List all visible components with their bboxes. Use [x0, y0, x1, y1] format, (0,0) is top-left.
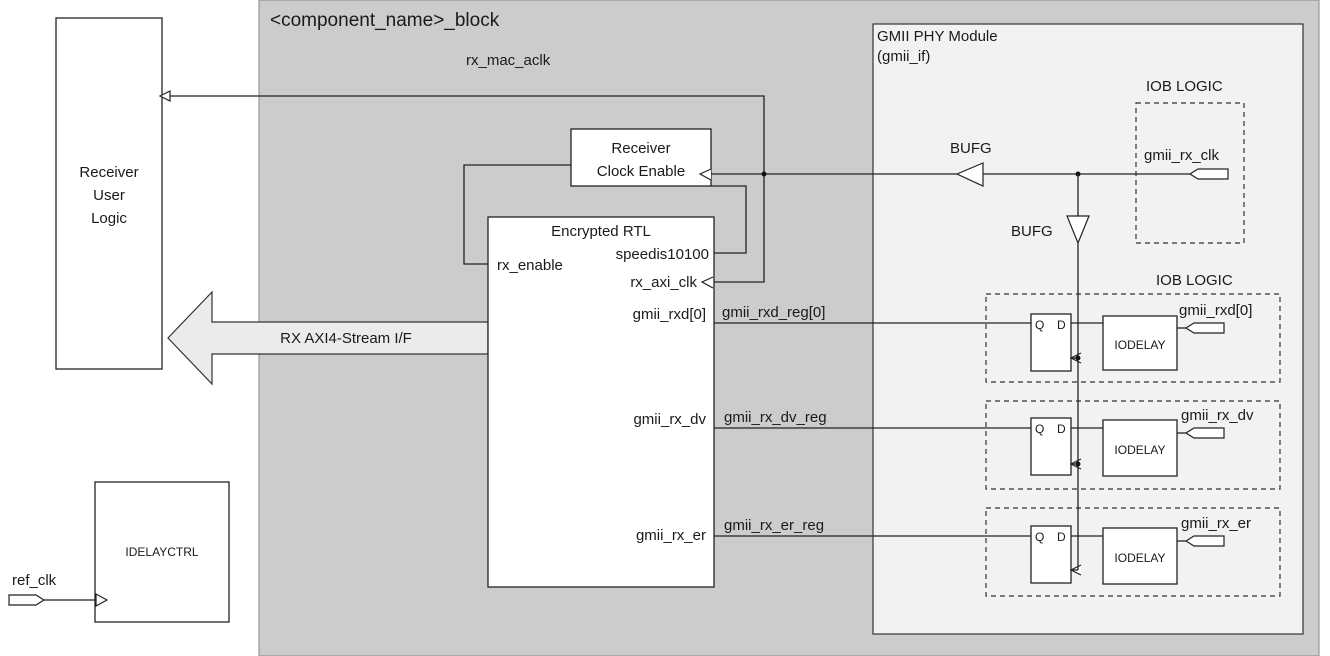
- rx-er-reg-label: gmii_rx_er_reg: [724, 517, 824, 534]
- rx-mac-aclk-arrow-icon: [158, 90, 171, 102]
- rx-er-pin-icon: [1184, 535, 1225, 547]
- clock-enable-clock-input-icon: [698, 168, 712, 181]
- rxd-channel: gmii_rxd_reg[0] Q D IODELAY gmii_rxd[0]: [714, 302, 1252, 372]
- gmii-rx-clk-pin-icon: [1188, 168, 1229, 180]
- idelayctrl-box: [94, 481, 230, 623]
- user-logic-line1: Receiver: [79, 164, 138, 181]
- phy-module-subtitle: (gmii_if): [877, 48, 930, 65]
- speedis-port: speedis10100: [616, 246, 709, 263]
- iob-logic-data-title: IOB LOGIC: [1156, 272, 1233, 289]
- rxd-pin-label: gmii_rxd[0]: [1179, 302, 1252, 319]
- rx-enable-port: rx_enable: [497, 257, 563, 274]
- rxd-reg-label: gmii_rxd_reg[0]: [722, 304, 825, 321]
- gmii-phy-module: [872, 23, 1304, 635]
- rx-axi4-stream-arrow: [167, 290, 489, 386]
- encrypted-rtl-box: [487, 216, 715, 588]
- bufg-vertical-icon: [1066, 215, 1090, 245]
- rxd-flipflop-d: D: [1057, 318, 1066, 332]
- encrypted-rtl-title: Encrypted RTL: [551, 223, 651, 240]
- rx-dv-clock-junction-dot: [1075, 461, 1081, 467]
- rx-mac-aclk-wire: [166, 95, 765, 174]
- rx-dv-pin-icon: [1184, 427, 1225, 439]
- iob-logic-rx-er-group: [985, 507, 1281, 597]
- bufg-vertical-label: BUFG: [1011, 223, 1053, 240]
- rxd-flipflop-q: Q: [1035, 318, 1044, 332]
- ref-clk-pin-icon: [8, 594, 46, 606]
- component-block-title: <component_name>_block: [270, 10, 500, 31]
- rx-er-pin-label: gmii_rx_er: [1181, 515, 1251, 532]
- rxd-iodelay-label: IODELAY: [1114, 338, 1165, 352]
- rx-er-iodelay: [1102, 527, 1178, 585]
- phy-module-title: GMII PHY Module: [877, 28, 998, 45]
- rxd-iodelay: [1102, 315, 1178, 371]
- iob-logic-clock-box: [1135, 102, 1245, 244]
- clock-enable-line2: Clock Enable: [597, 163, 685, 180]
- rxd-clock-junction-dot: [1075, 355, 1081, 361]
- rxd-pin-icon: [1184, 322, 1225, 334]
- receiver-clock-enable-box: [570, 128, 712, 187]
- gmii-rx-dv-port: gmii_rx_dv: [633, 411, 706, 428]
- rx-er-flipflop-q: Q: [1035, 530, 1044, 544]
- rx-dv-iodelay: [1102, 419, 1178, 477]
- bufg-horizontal-label: BUFG: [950, 140, 992, 157]
- receiver-user-logic-box: [55, 17, 163, 370]
- gmii-rx-er-port: gmii_rx_er: [636, 527, 706, 544]
- iob-logic-rxd-group: [985, 293, 1281, 383]
- rx-er-flipflop-d: D: [1057, 530, 1066, 544]
- rx-enable-loop-wire: [463, 164, 571, 265]
- rx-dv-pin-label: gmii_rx_dv: [1181, 407, 1254, 424]
- rx-axi-clk-input-icon: [700, 276, 714, 289]
- user-logic-line3: Logic: [91, 210, 127, 227]
- gmii-rx-clk-pin-label: gmii_rx_clk: [1144, 147, 1220, 164]
- iob-logic-clock-title: IOB LOGIC: [1146, 78, 1223, 95]
- speedis-loop-wire: [711, 185, 747, 254]
- rx-dv-channel: gmii_rx_dv_reg Q D IODELAY gmii_rx_dv: [714, 407, 1254, 477]
- clock-junction-dot: [761, 171, 767, 177]
- gmii-rxd-port: gmii_rxd[0]: [633, 306, 706, 323]
- rx-dv-flipflop: [1030, 417, 1072, 476]
- iob-logic-rx-dv-group: [985, 400, 1281, 490]
- rx-axi-clk-wire: [714, 174, 765, 283]
- ref-clk-label: ref_clk: [12, 572, 57, 589]
- user-logic-line2: User: [93, 187, 125, 204]
- ref-clk-input-arrow-icon: [95, 592, 109, 608]
- clock-enable-line1: Receiver: [611, 140, 670, 157]
- rx-er-iodelay-label: IODELAY: [1114, 551, 1165, 565]
- rxd-flipflop: [1030, 313, 1072, 372]
- rx-er-channel: gmii_rx_er_reg Q D IODELAY gmii_rx_er: [714, 515, 1251, 585]
- rx-dv-reg-label: gmii_rx_dv_reg: [724, 409, 827, 426]
- rx-dv-iodelay-label: IODELAY: [1114, 443, 1165, 457]
- rx-axi-clk-port: rx_axi_clk: [630, 274, 697, 291]
- rx-dv-flipflop-d: D: [1057, 422, 1066, 436]
- rx-mac-aclk-label: rx_mac_aclk: [466, 52, 551, 69]
- rx-er-flipflop: [1030, 525, 1072, 584]
- idelayctrl-label: IDELAYCTRL: [125, 545, 198, 559]
- rx-dv-flipflop-q: Q: [1035, 422, 1044, 436]
- rx-axi4-stream-label: RX AXI4-Stream I/F: [280, 330, 412, 347]
